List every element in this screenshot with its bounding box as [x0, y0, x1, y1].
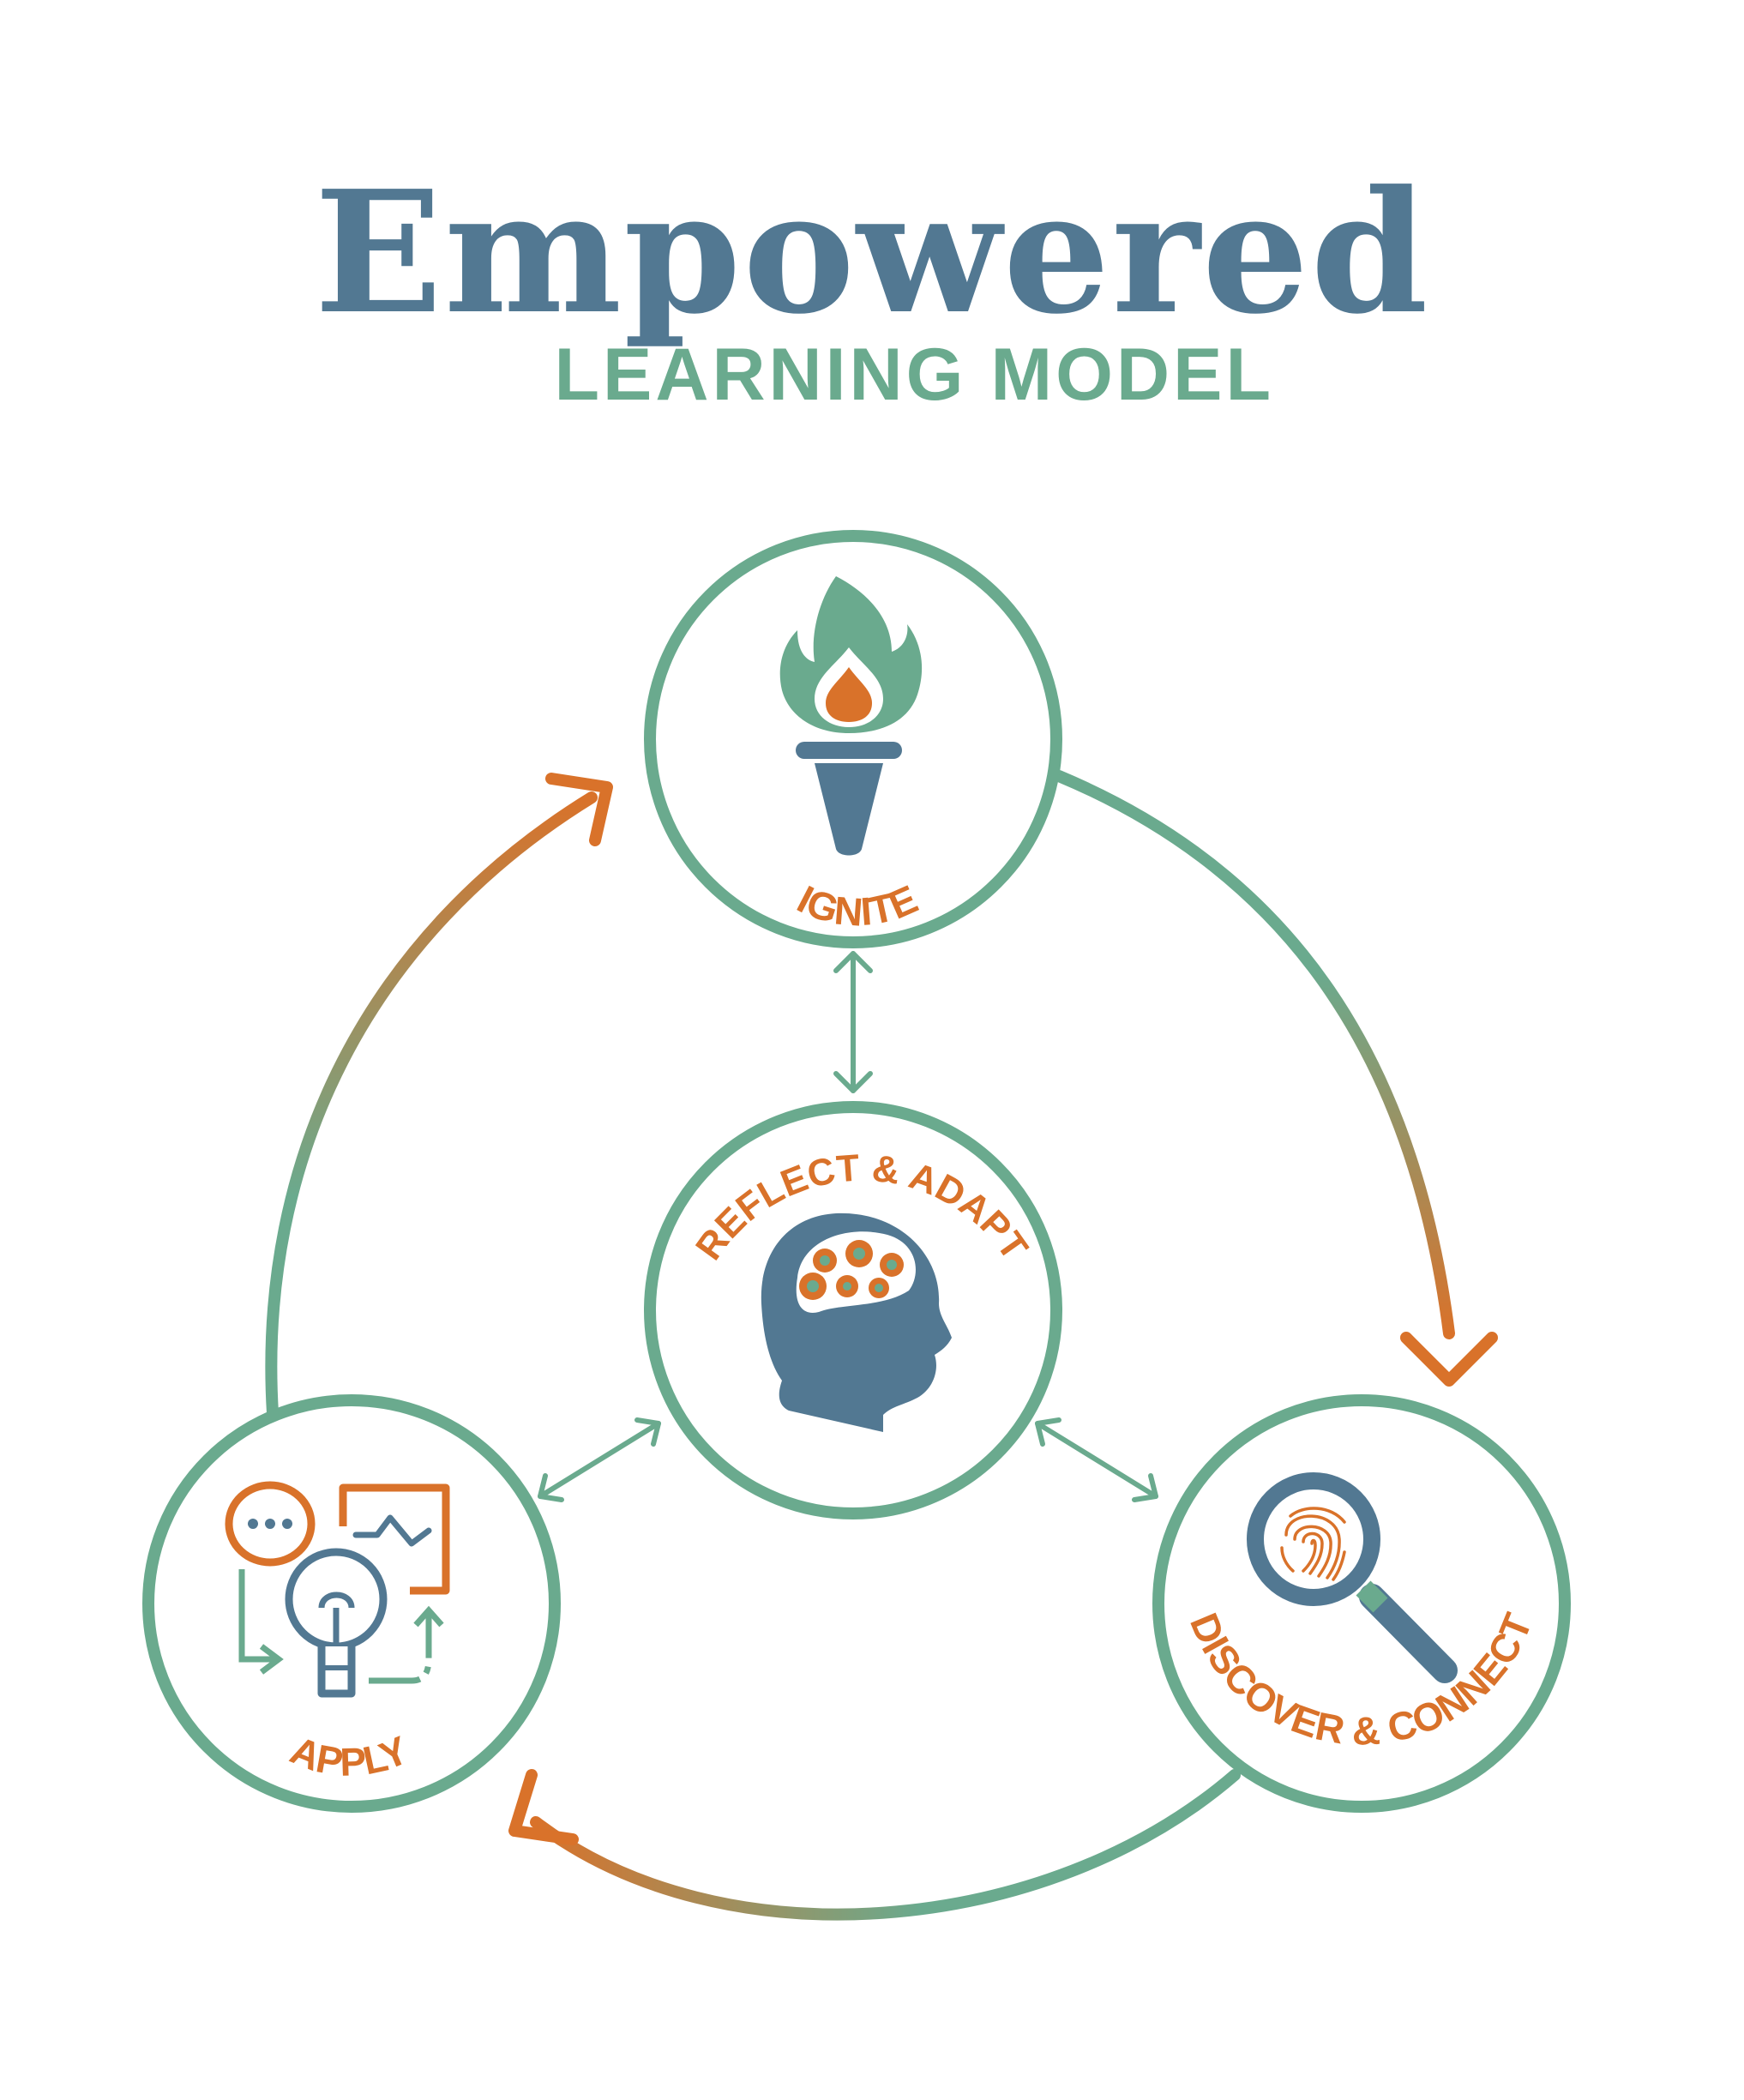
node-apply: APPLY [142, 1394, 561, 1813]
node-reflect-adapt: REFLECT & ADAPT [644, 1101, 1062, 1519]
page-subtitle: LEARNING MODEL [554, 334, 1274, 416]
page-title: Empowered [314, 154, 1430, 352]
lightbulb-process-icon [225, 1481, 450, 1698]
cycle-arc-apply-to-ignite [265, 791, 598, 1419]
connector-reflect-discover [1035, 1417, 1158, 1502]
head-gears-icon [761, 1212, 952, 1432]
arrowhead-to-discover [1400, 1332, 1498, 1387]
connector-reflect-apply [538, 1417, 661, 1502]
node-ignite: IGNITE [644, 530, 1062, 948]
arrowhead-to-ignite [545, 773, 613, 846]
torch-icon [779, 576, 923, 856]
cycle-arc-discover-to-apply [530, 1769, 1241, 1921]
node-discover-connect: DISCOVER & CONNECT [1152, 1394, 1571, 1813]
connector-ignite-reflect [833, 951, 873, 1093]
arrowhead-to-apply [508, 1769, 579, 1845]
cycle-arc-ignite-to-discover [1053, 770, 1455, 1339]
magnifier-fingerprint-icon [1247, 1472, 1458, 1683]
